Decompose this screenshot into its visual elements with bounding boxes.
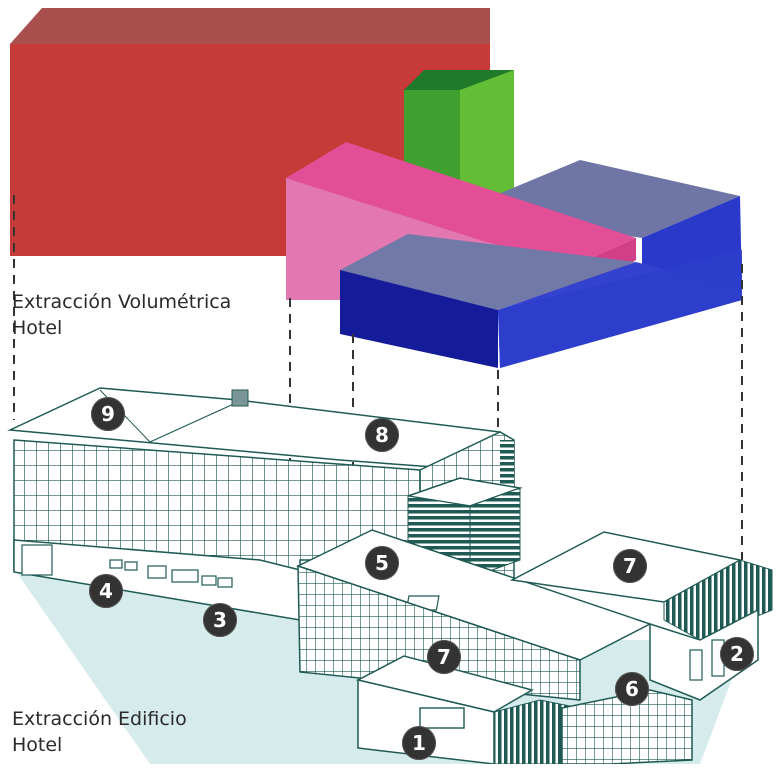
volumetric-caption-line1: Extracción Volumétrica — [12, 291, 232, 313]
badge-5: 5 — [365, 546, 399, 580]
volumetric-caption: Extracción Volumétrica Hotel — [12, 289, 231, 341]
building-caption-line1: Extracción Edificio — [12, 708, 187, 730]
red-volume-top — [10, 8, 490, 44]
badge-7-right: 7 — [613, 549, 647, 583]
front-louvers — [493, 699, 571, 765]
volumetric-caption-line2: Hotel — [12, 317, 63, 339]
building-caption: Extracción Edificio Hotel — [12, 706, 187, 758]
badge-6: 6 — [615, 672, 649, 706]
building-caption-line2: Hotel — [12, 734, 63, 756]
badge-4: 4 — [89, 574, 123, 608]
right-lower-block — [649, 608, 759, 701]
badge-8: 8 — [365, 418, 399, 452]
volumetric-model — [10, 8, 742, 368]
central-facade — [297, 564, 581, 701]
green-volume-right — [460, 70, 514, 210]
badge-3: 3 — [203, 603, 237, 637]
badge-9: 9 — [91, 397, 125, 431]
pink-volume-top — [286, 142, 636, 268]
roof-unit — [231, 389, 249, 407]
badge-2: 2 — [720, 637, 754, 671]
blue-front-top — [340, 234, 636, 310]
badge-7-left: 7 — [427, 640, 461, 674]
blue-front-left — [340, 270, 498, 368]
blue-front-right-face — [498, 250, 742, 368]
louvered-tower-side — [469, 487, 521, 579]
badge-1: 1 — [402, 726, 436, 760]
front-window — [419, 707, 465, 729]
